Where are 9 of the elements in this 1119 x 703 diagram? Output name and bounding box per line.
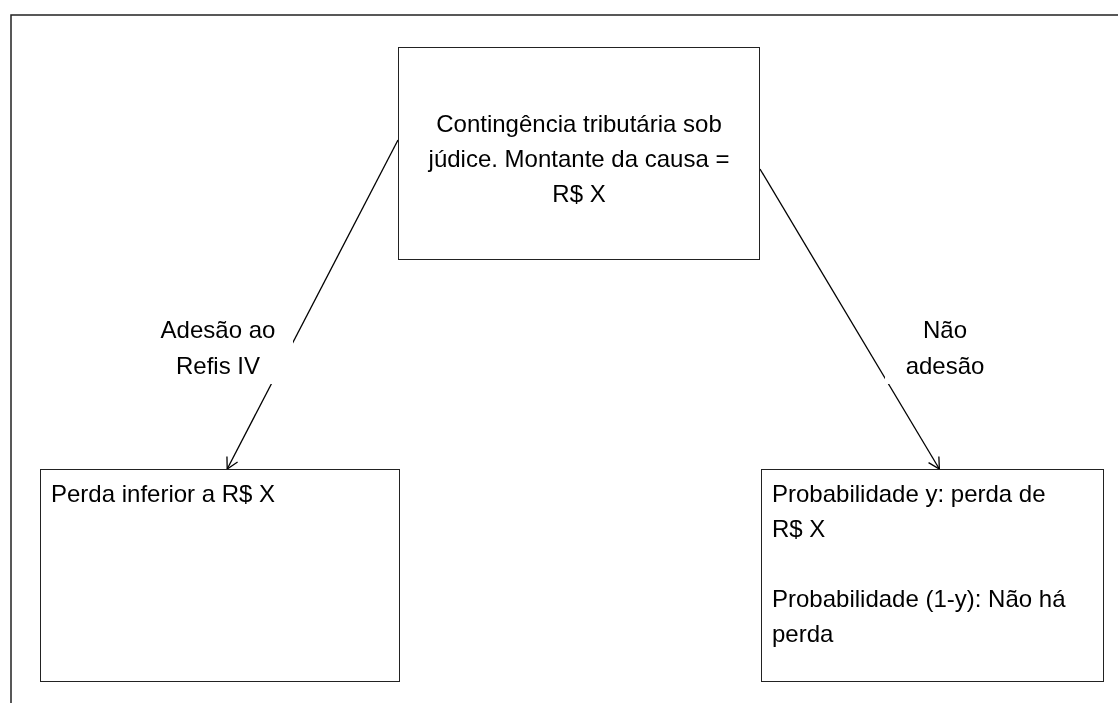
arrow	[759, 168, 940, 470]
box-text: Contingência tributária sob júdice. Montante da causa = R$ X	[427, 109, 731, 209]
box-text: Probabilidade (1-y): Não há perda	[772, 584, 1067, 649]
process-box	[761, 469, 1104, 682]
box-text: Perda inferior a R$ X	[51, 479, 277, 509]
process-box	[398, 47, 760, 260]
box-text: Probabilidade y: perda de R$ X	[772, 479, 1047, 544]
process-box	[40, 469, 400, 682]
arrow	[226, 139, 399, 470]
